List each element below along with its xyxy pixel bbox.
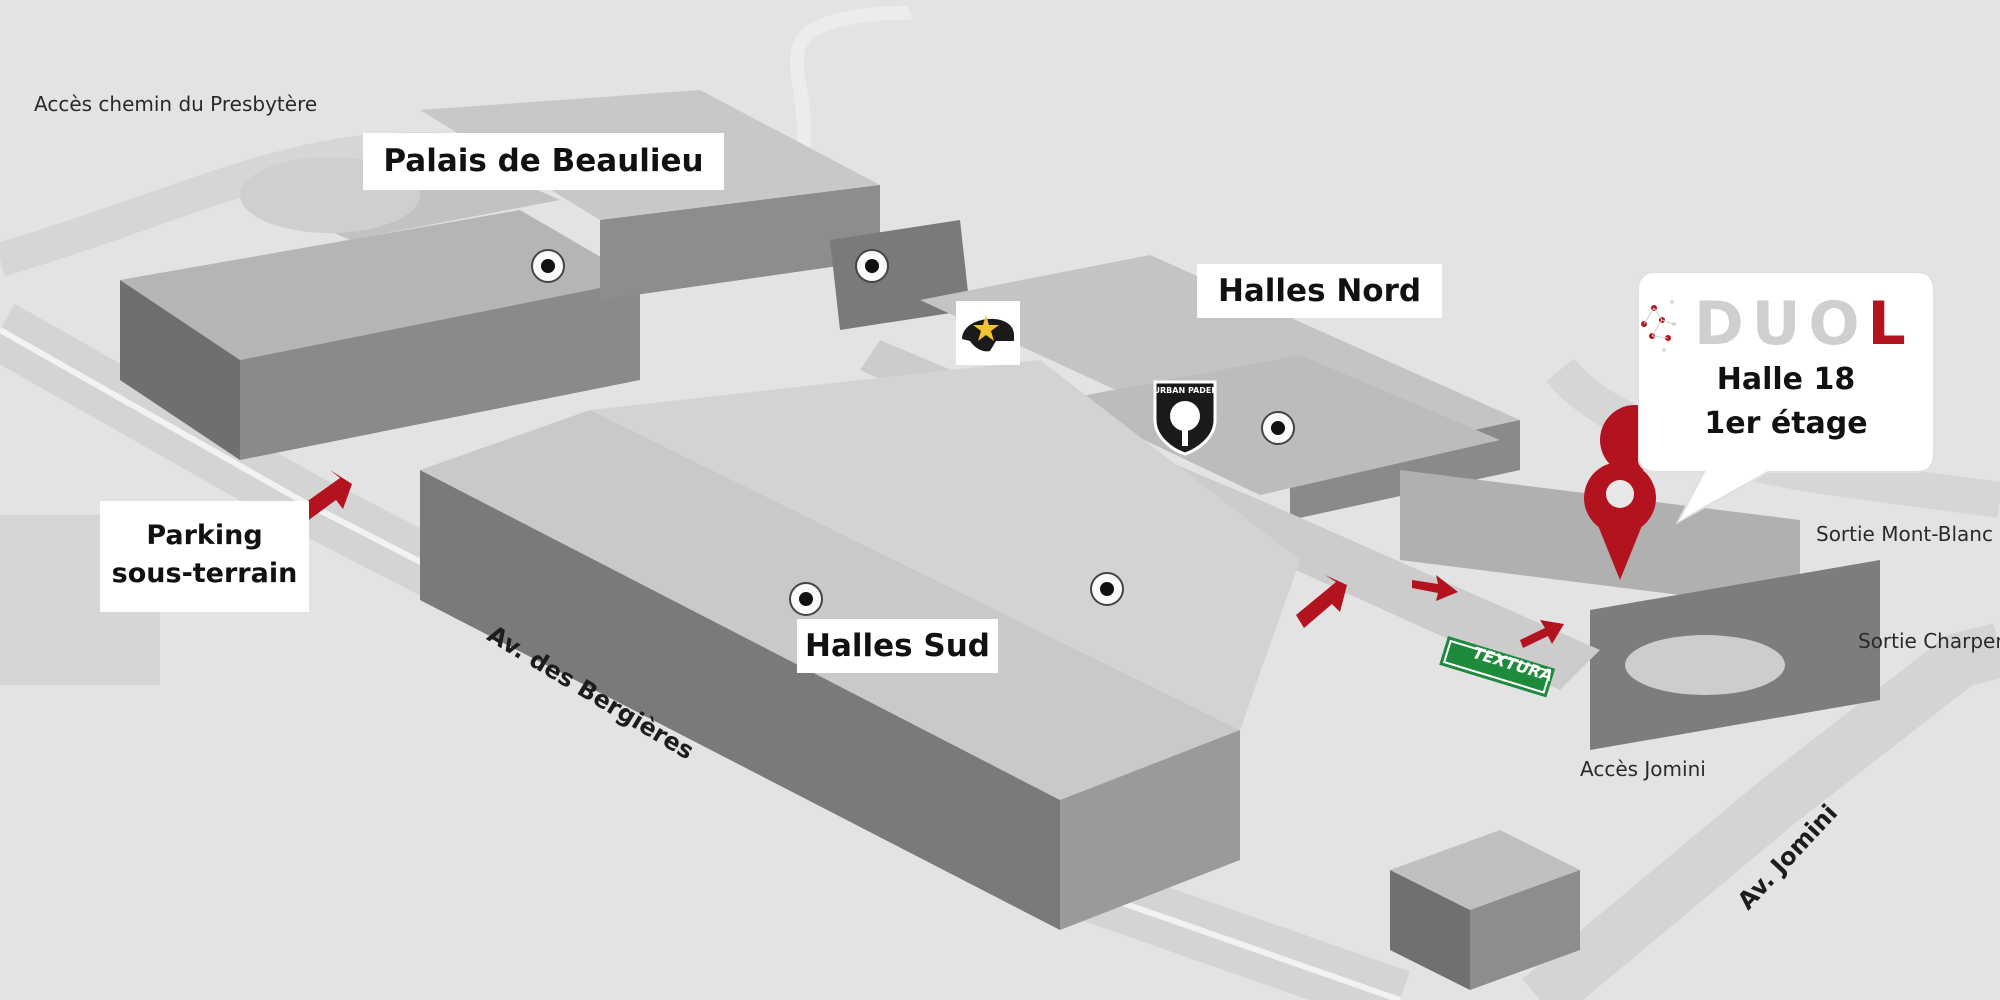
poi-marker-tower [855,249,889,283]
duol-network-icon [1641,300,1676,352]
halles-sud-label-text: Halles Sud [805,628,990,664]
duol-logo-red: L [1867,289,1914,359]
palais-label-text: Palais de Beaulieu [383,143,704,179]
palais-label: Palais de Beaulieu [363,133,724,190]
poi-marker-halles-nord [1261,411,1295,445]
road-jomini [1522,623,2000,1000]
street-presbytere: Accès chemin du Presbytère [34,92,318,116]
halles-nord-label-text: Halles Nord [1217,273,1422,309]
path-north [790,5,913,182]
access-jomini: Accès Jomini [1580,757,1706,781]
parking-label: Parking sous-terrain [100,501,309,612]
arrow-entrance-3 [1520,620,1564,648]
palais-hall-front [600,185,880,300]
annex-side [1390,870,1470,990]
annex-roof [1390,830,1580,910]
poi-marker-halles-sud-west [789,582,823,616]
star-helmet-icon [962,315,1014,352]
parking-label-line1: Parking [146,520,263,551]
parking-label-line2: sous-terrain [111,558,298,589]
halles-sud-end [1060,730,1240,930]
palais-side [120,280,240,460]
destination-hall: Halle 18 [1716,362,1856,397]
halles-sud-front [420,470,1060,930]
halles-sud-label: Halles Sud [797,619,998,673]
halle-18-roof [1400,470,1800,610]
exit-charpentiers: Sortie Charpen [1858,629,2000,653]
poi-marker-palais [531,249,565,283]
callout-bubble [1638,272,1934,525]
poi-marker-halles-sud-east [1090,572,1124,606]
urban-padel-shield-icon [1153,380,1217,456]
exit-mont-blanc: Sortie Mont-Blanc [1816,522,1993,546]
halles-sud-courtyard [590,360,1300,730]
duol-logo-grey: DUO [1694,289,1868,359]
palais-front [240,280,640,460]
halle-18-dome [1625,635,1785,695]
textura-logo [1439,636,1556,698]
arrow-entrance-2 [1412,575,1458,601]
star-helmet-logo [956,301,1020,365]
palais-roof [120,210,640,360]
destination-callout: DUOL Halle 18 1er étage [1638,272,1934,525]
urban-padel-text: URBAN PADEL [1153,386,1217,395]
duol-logo: DUOL [1694,288,1934,360]
urban-padel-logo: URBAN PADEL [1151,376,1219,456]
destination-pin-icon [1584,404,1670,580]
halles-sud-roof [420,410,1240,800]
halles-nord-label: Halles Nord [1197,264,1442,318]
arrow-parking [295,470,352,525]
arrow-entrance-1 [1296,575,1347,628]
destination-floor: 1er étage [1704,406,1868,441]
annex-front [1470,870,1580,990]
